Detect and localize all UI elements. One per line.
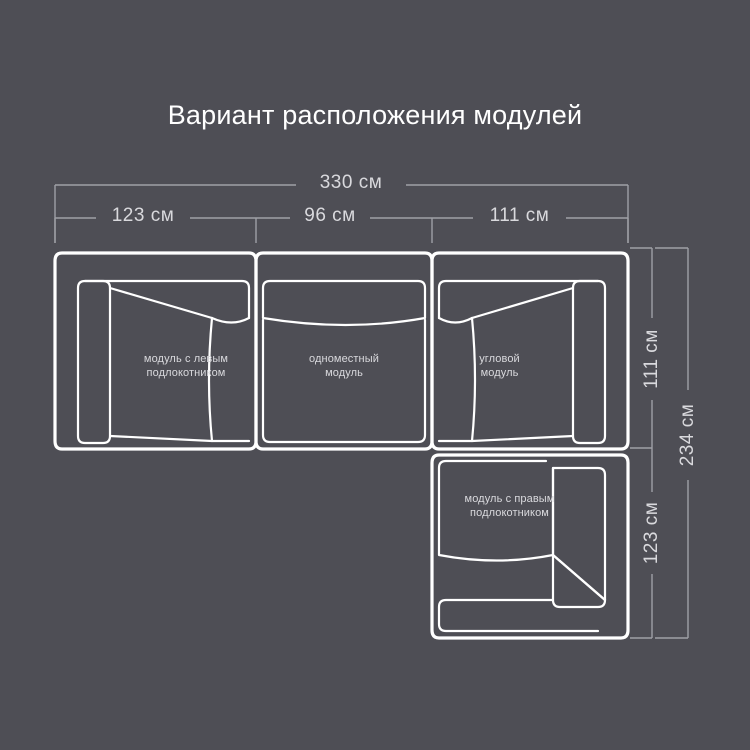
module-label-single-seat: одноместный модуль bbox=[309, 353, 379, 379]
top-dimension-lines bbox=[54, 184, 629, 243]
right-dimension-lines bbox=[630, 247, 689, 639]
module-label-corner: угловой модуль bbox=[479, 353, 520, 379]
page-title: Вариант расположения модулей bbox=[167, 100, 583, 130]
module-label-right-armrest: модуль с правым подлокотником bbox=[464, 493, 555, 519]
dim-label-right-seg-1: 111 см bbox=[641, 329, 662, 389]
module-right-armrest-drawing bbox=[430, 453, 630, 640]
module-label-left-armrest: модуль с левым подлокотником bbox=[143, 353, 229, 379]
dim-label-right-seg-2: 123 см bbox=[641, 501, 662, 565]
dim-label-top-total: 330 см bbox=[319, 172, 383, 193]
dim-label-top-seg-1: 123 см bbox=[111, 205, 175, 226]
dim-label-right-total: 234 см bbox=[677, 403, 698, 467]
dim-label-top-seg-3: 111 см bbox=[489, 205, 550, 226]
module-single-seat-drawing bbox=[254, 251, 434, 451]
module-left-armrest-drawing bbox=[53, 251, 258, 451]
module-corner-drawing bbox=[430, 251, 630, 451]
dim-label-top-seg-2: 96 см bbox=[304, 205, 356, 226]
